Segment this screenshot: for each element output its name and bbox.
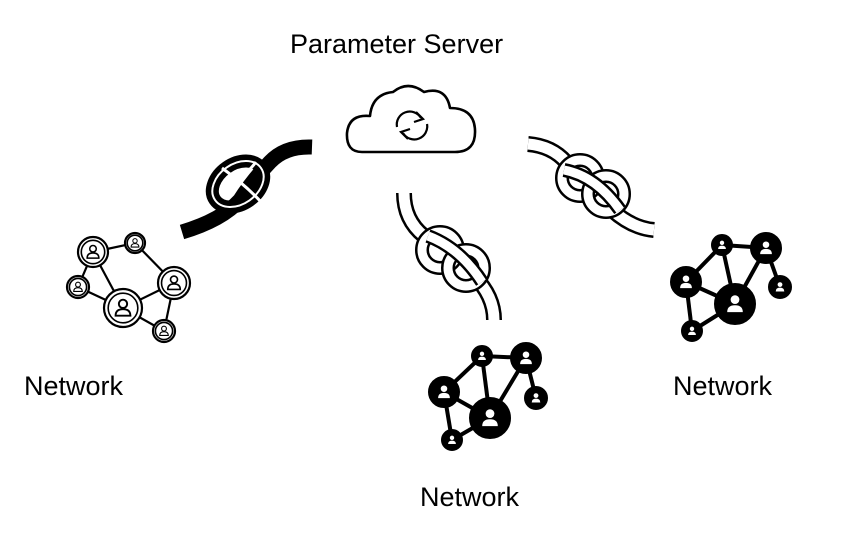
network-label-right: Network: [673, 371, 773, 401]
people-network-icon: [670, 232, 792, 342]
network-label-bottom: Network: [420, 482, 520, 512]
rope-knot-icon: [396, 192, 502, 321]
person-node: [441, 429, 463, 451]
rope-knot-icon: [179, 139, 313, 240]
person-node: [471, 345, 493, 367]
network-label-left: Network: [24, 371, 124, 401]
person-node: [123, 231, 147, 255]
person-node: [750, 232, 782, 264]
person-node: [156, 265, 192, 301]
person-node: [151, 318, 177, 344]
person-node: [524, 386, 548, 410]
people-network-icon: [428, 342, 548, 451]
person-node: [681, 320, 703, 342]
person-node: [510, 342, 542, 374]
parameter-server-label: Parameter Server: [290, 29, 504, 59]
cloud-sync-icon: [345, 84, 477, 154]
person-node: [711, 234, 733, 256]
person-node: [102, 287, 144, 329]
person-node: [428, 376, 460, 408]
person-node: [768, 275, 792, 299]
person-node: [469, 397, 511, 439]
people-network-icon: [65, 231, 192, 344]
person-node: [670, 266, 702, 298]
rope-knot-icon: [527, 136, 656, 238]
person-node: [65, 274, 91, 300]
person-node: [76, 235, 110, 269]
person-node: [714, 283, 756, 325]
